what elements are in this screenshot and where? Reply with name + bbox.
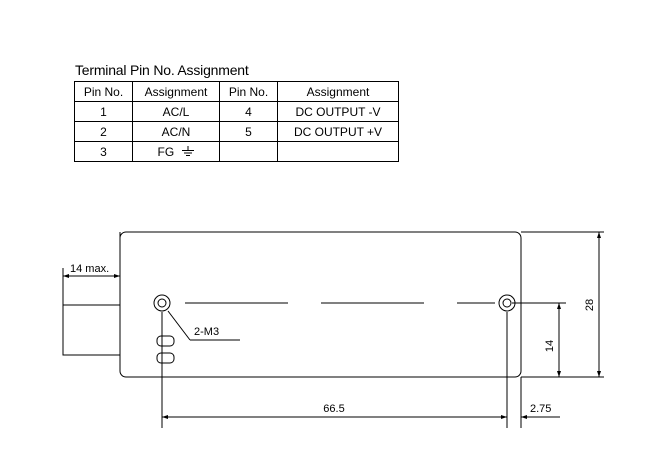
terminal-block: [62, 304, 120, 356]
pin-assignment-table: Pin No. Assignment Pin No. Assignment 1 …: [74, 81, 399, 162]
table-cell: AC/N: [132, 121, 220, 142]
mounting-hole-left: [153, 294, 171, 312]
slot: [156, 352, 175, 364]
table-cell: DC OUTPUT +V: [277, 121, 399, 142]
table-cell: 3: [74, 141, 133, 162]
dim-mounting-holes: 2-M3: [194, 326, 219, 338]
module-body: [119, 231, 522, 378]
table-cell: [277, 141, 399, 162]
column-header: Assignment: [132, 81, 220, 102]
dim-hole-height: 14: [544, 340, 556, 352]
dim-hole-spacing: 66.5: [323, 403, 344, 415]
table-header-row: Pin No. Assignment Pin No. Assignment: [74, 81, 399, 102]
table-cell: FG: [132, 141, 220, 162]
column-header: Pin No.: [219, 81, 278, 102]
dim-edge-offset: 2.75: [530, 403, 551, 415]
table-row: 2 AC/N 5 DC OUTPUT +V: [74, 121, 399, 142]
slot: [156, 335, 175, 347]
table-row: 3 FG: [74, 141, 399, 162]
dim-terminal-length: 14 max.: [70, 263, 109, 275]
fg-label: FG: [157, 144, 175, 159]
dim-total-height: 28: [584, 299, 596, 311]
ground-symbol-icon: [181, 145, 194, 156]
table-title: Terminal Pin No. Assignment: [75, 62, 249, 78]
